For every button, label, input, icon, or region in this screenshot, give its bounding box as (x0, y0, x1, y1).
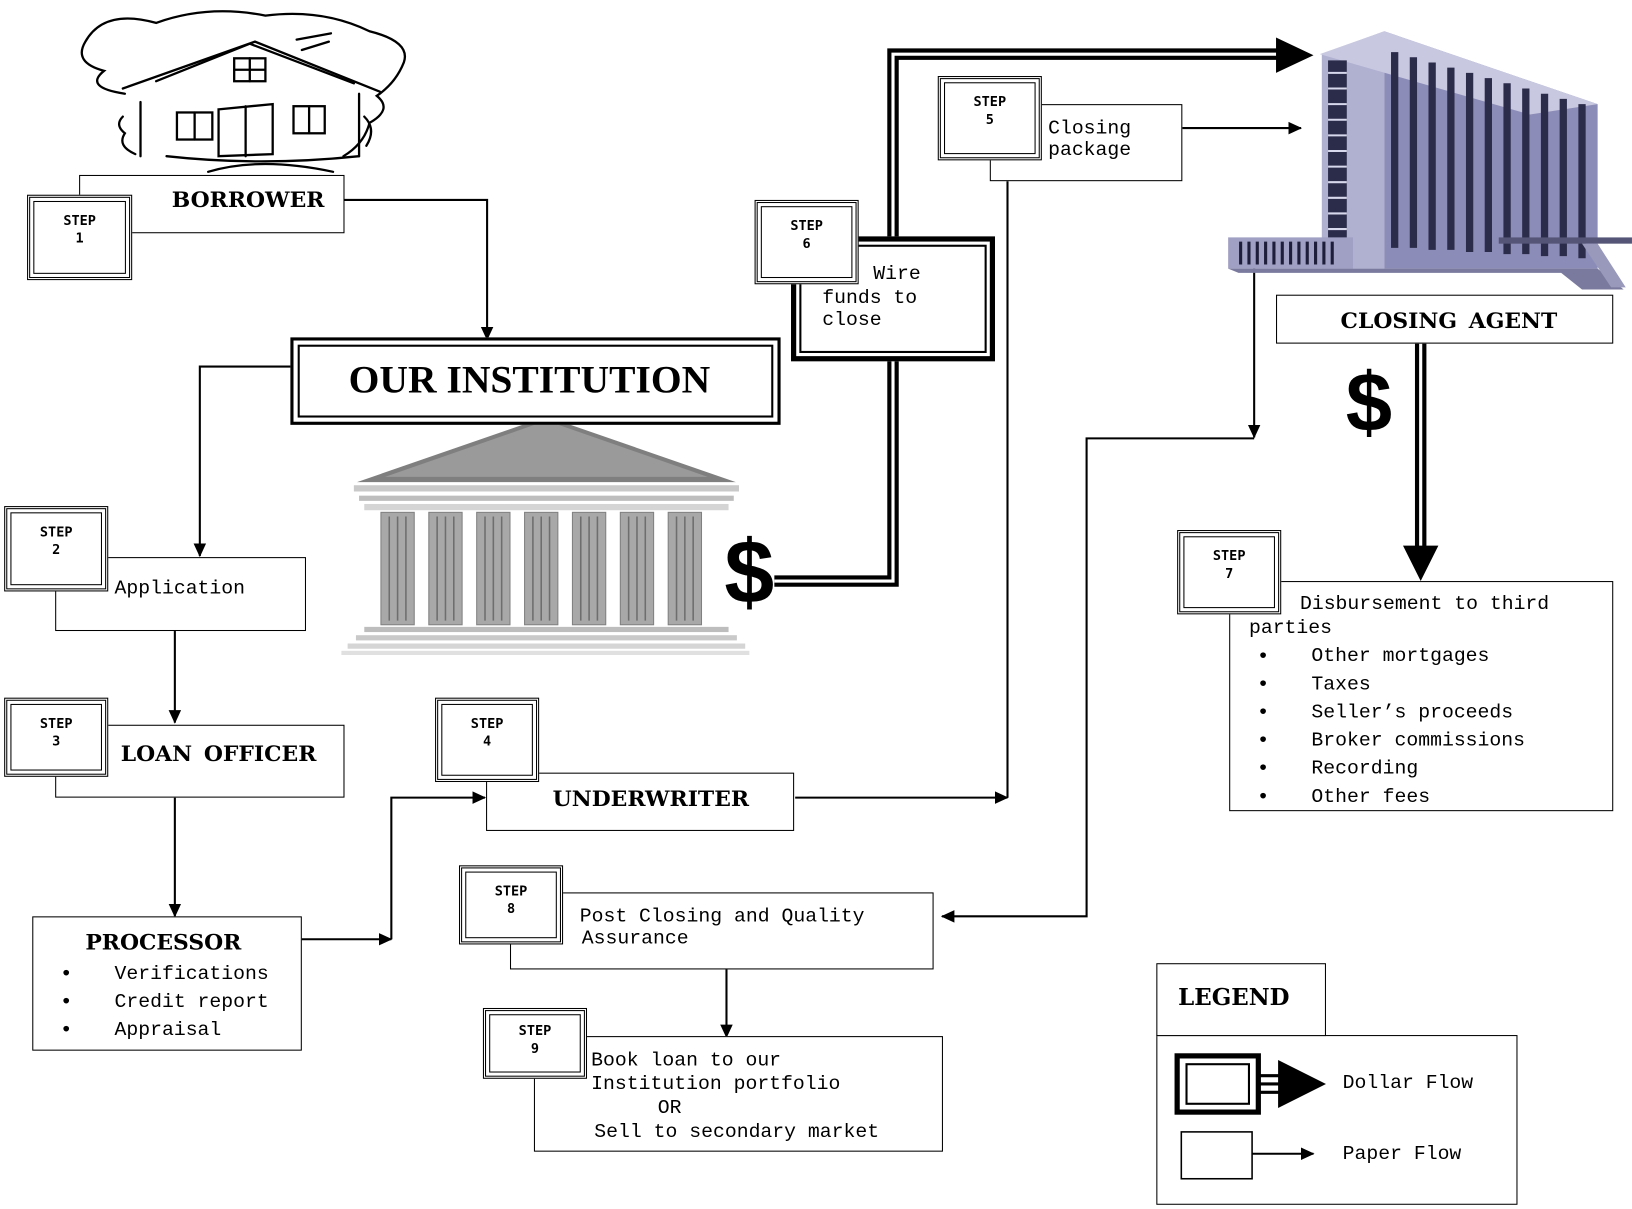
step-9-number: 9 (530, 1041, 540, 1057)
step-9-badge: STEP 9 (482, 1007, 588, 1079)
step-3-number: 3 (52, 734, 61, 750)
disbursement-line-2: parties (1248, 616, 1333, 640)
processor-item: Appraisal (60, 1016, 268, 1044)
book-loan-line-3: OR (657, 1096, 682, 1120)
application-label: Application (114, 576, 246, 600)
office-tower-illustration (1228, 31, 1632, 290)
bank-building-illustration (341, 416, 750, 655)
step-4-label: STEP (470, 716, 504, 733)
step-7-badge: STEP 7 (1177, 530, 1282, 615)
step-8-number: 8 (506, 901, 516, 918)
book-loan-line-1: Book loan to our (591, 1048, 782, 1072)
institution-box: OUR INSTITUTION (290, 337, 781, 425)
legend-title-box: LEGEND (1156, 963, 1326, 1037)
wire-funds-line-3: close (822, 308, 882, 332)
closing-agent-title: CLOSING AGENT (1340, 307, 1558, 334)
step-1-badge: STEP 1 (27, 194, 133, 281)
closing-agent-box: CLOSING AGENT (1276, 294, 1614, 344)
disbursement-item: Broker commissions (1257, 727, 1525, 755)
step-8-label: STEP (494, 884, 528, 900)
wire-funds-line-2: funds to (822, 286, 918, 310)
institution-title: OUR INSTITUTION (348, 358, 711, 402)
disbursement-item: Other fees (1257, 783, 1525, 811)
dollar-flow-arrowhead-top (1276, 37, 1314, 73)
post-closing-box: Post Closing and Quality Assurance (509, 892, 934, 970)
step-4-number: 4 (483, 734, 492, 750)
underwriter-title: UNDERWRITER (552, 785, 750, 812)
processor-list: Verifications Credit report Appraisal (60, 960, 268, 1044)
wire-funds-line-1: Wire (873, 262, 921, 286)
post-closing-line-2: Assurance (581, 926, 689, 950)
step-1-label: STEP (63, 213, 96, 230)
step-3-badge: STEP 3 (4, 697, 109, 777)
step-5-number: 5 (985, 112, 994, 129)
step-3-label: STEP (39, 716, 73, 733)
paper-flow-borrower-to-institution (343, 198, 494, 341)
step-4-badge: STEP 4 (435, 697, 540, 783)
book-loan-box: Book loan to our Institution portfolio O… (533, 1036, 943, 1152)
house-illustration (80, 10, 407, 173)
step-8-badge: STEP 8 (458, 865, 564, 945)
post-closing-line-1: Post Closing and Quality (579, 904, 865, 928)
paper-flow-institution-to-application (193, 365, 294, 558)
processor-title: PROCESSOR (85, 928, 242, 955)
disbursement-item: Recording (1257, 755, 1525, 783)
legend-paper-flow-label: Paper Flow (1342, 1142, 1462, 1166)
disbursement-box: Disbursement to third parties Other mort… (1229, 581, 1614, 812)
step-2-label: STEP (39, 524, 73, 541)
loan-officer-title: LOAN OFFICER (120, 740, 317, 767)
step-7-label: STEP (1212, 548, 1246, 565)
step-7-number: 7 (1225, 566, 1234, 583)
step-5-label: STEP (973, 94, 1007, 111)
step-6-label: STEP (790, 218, 823, 235)
disbursement-line-1: Disbursement to third (1299, 592, 1550, 616)
underwriter-box: UNDERWRITER (486, 772, 795, 831)
processor-item: Verifications (60, 960, 268, 988)
processor-item: Credit report (60, 988, 268, 1016)
institution-dollar-sign: $ (724, 522, 775, 623)
step-6-badge: STEP 6 (754, 199, 859, 285)
borrower-title: BORROWER (171, 186, 325, 213)
legend-box: Dollar Flow Paper Flow (1156, 1035, 1518, 1205)
legend-symbols (1174, 1053, 1326, 1180)
legend-title: LEGEND (1178, 984, 1290, 1012)
step-2-number: 2 (52, 542, 61, 559)
legend-dollar-flow-label: Dollar Flow (1342, 1071, 1474, 1095)
closing-agent-dollar-sign: $ (1345, 356, 1393, 449)
step-2-badge: STEP 2 (4, 506, 109, 592)
paper-flow-processor-to-underwriter-2 (390, 791, 487, 940)
processor-box: PROCESSOR Verifications Credit report Ap… (32, 916, 302, 1051)
disbursement-list: Other mortgages Taxes Seller’s proceeds … (1257, 642, 1525, 811)
step-6-number: 6 (802, 236, 811, 252)
dollar-flow-arrowhead-down (1402, 545, 1439, 582)
disbursement-item: Other mortgages (1257, 642, 1525, 670)
step-9-label: STEP (518, 1023, 552, 1040)
paper-flow-agent-to-post-closing (940, 437, 1255, 923)
step-1-number: 1 (75, 231, 84, 247)
book-loan-line-4: Sell to secondary market (594, 1120, 880, 1144)
closing-package-line-1: Closing (1048, 116, 1132, 140)
disbursement-item: Seller’s proceeds (1257, 699, 1525, 727)
disbursement-item: Taxes (1257, 671, 1525, 699)
step-5-badge: STEP 5 (937, 76, 1042, 161)
closing-package-line-2: package (1048, 138, 1132, 162)
book-loan-line-2: Institution portfolio (591, 1072, 841, 1096)
